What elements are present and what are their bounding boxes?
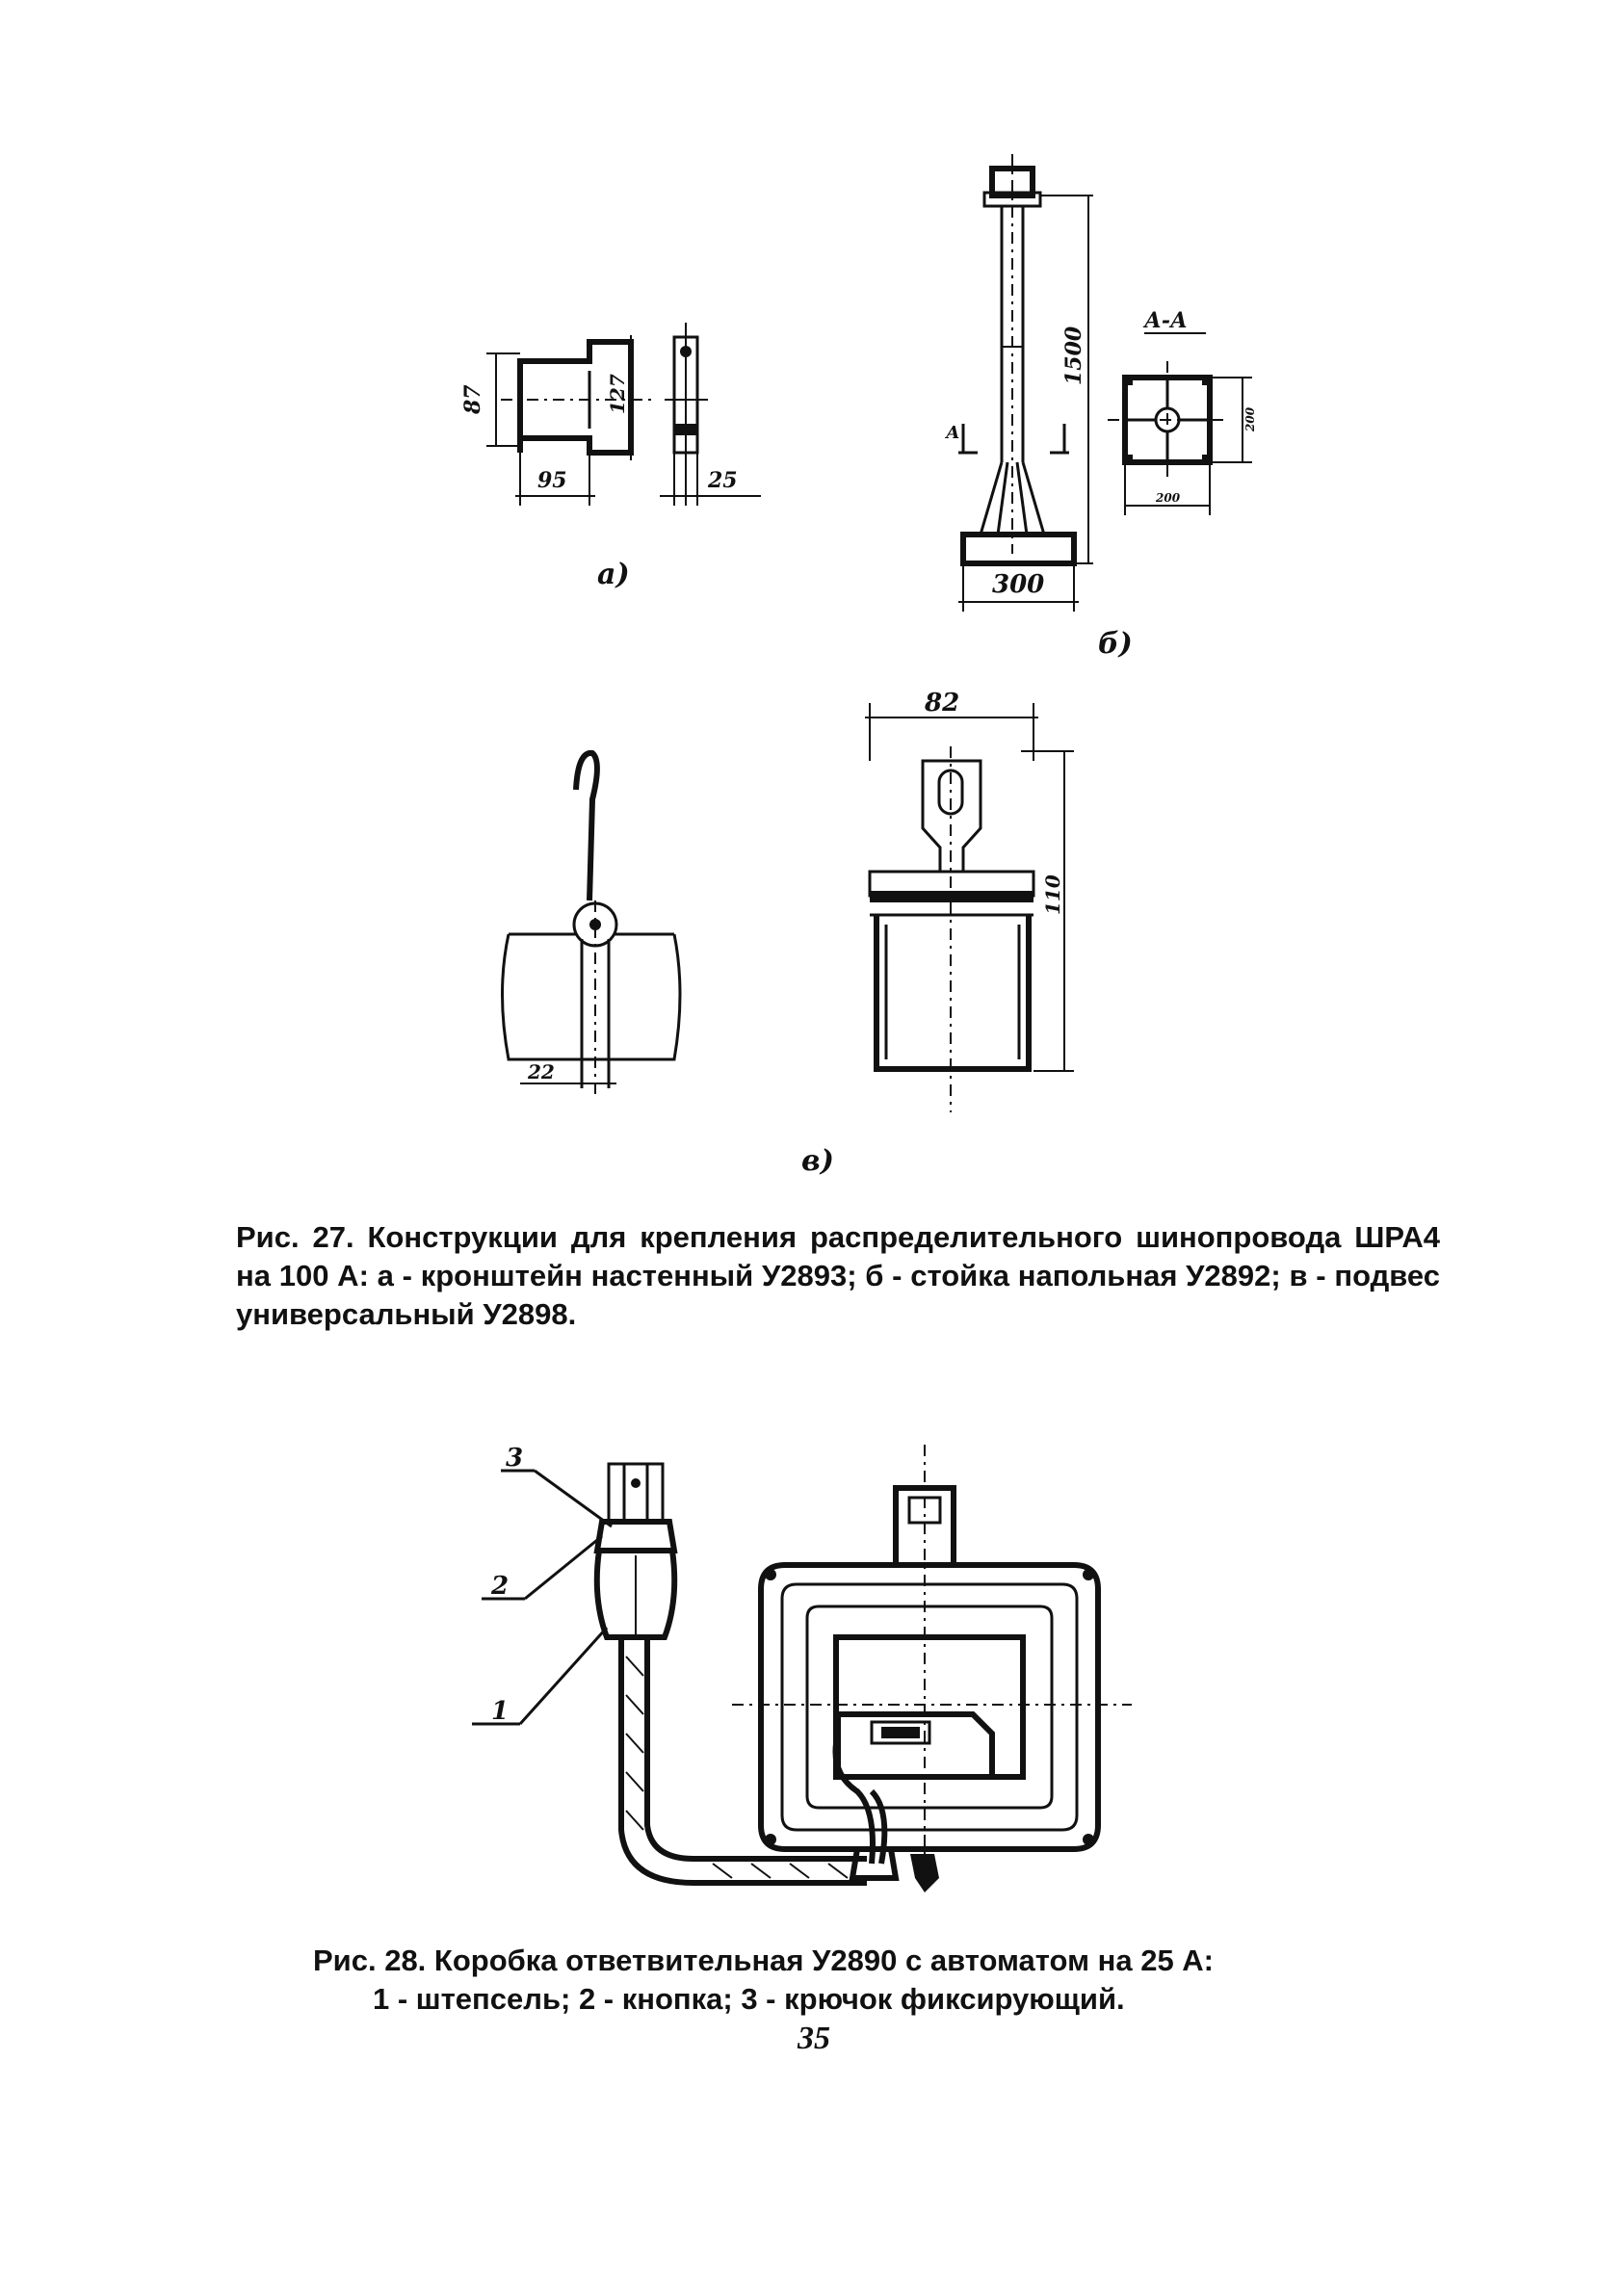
dim-22: 22 [527, 1060, 555, 1083]
callout-1: 1 [491, 1697, 509, 1726]
dim-1500: 1500 [1061, 326, 1086, 385]
dim-300: 300 [992, 570, 1044, 599]
callout-2: 2 [490, 1572, 509, 1601]
fig27-part-v-universal-hanger: 22 82 110 в) [501, 689, 1074, 1178]
callout-3: 3 [506, 1444, 523, 1473]
cut-mark-a-left: А [944, 423, 960, 443]
dim-25: 25 [707, 468, 738, 493]
label-a: а) [597, 558, 630, 591]
label-b: б) [1098, 627, 1133, 661]
dim-95: 95 [537, 468, 567, 493]
fig28-tap-off-box: 3 2 1 [472, 1444, 1132, 1892]
figure-28-caption: Рис. 28. Коробка ответвительная У2890 с … [313, 1942, 1373, 2019]
label-v: в) [801, 1144, 834, 1178]
dim-87: 87 [460, 384, 485, 415]
dim-110: 110 [1041, 874, 1064, 915]
dim-sec-h: 200 [1243, 406, 1257, 432]
page-number: 35 [798, 2021, 830, 2056]
fig27-part-a-wall-bracket: 87 127 95 25 а) [460, 323, 761, 591]
dim-82: 82 [924, 689, 959, 718]
figure-28-caption-line2: 1 - штепсель; 2 - кнопка; 3 - крючок фик… [373, 1982, 1125, 2016]
figure-28-caption-line1: Рис. 28. Коробка ответвительная У2890 с … [313, 1944, 1215, 1977]
dim-sec-w: 200 [1155, 491, 1181, 505]
figure-27-caption: Рис. 27. Конструкции для крепления распр… [236, 1220, 1440, 1331]
fig27-part-b-floor-stand: А 1500 300 б) А-А 200 200 [944, 154, 1257, 661]
dim-127: 127 [606, 374, 629, 414]
section-a-a: А-А [1142, 308, 1188, 333]
